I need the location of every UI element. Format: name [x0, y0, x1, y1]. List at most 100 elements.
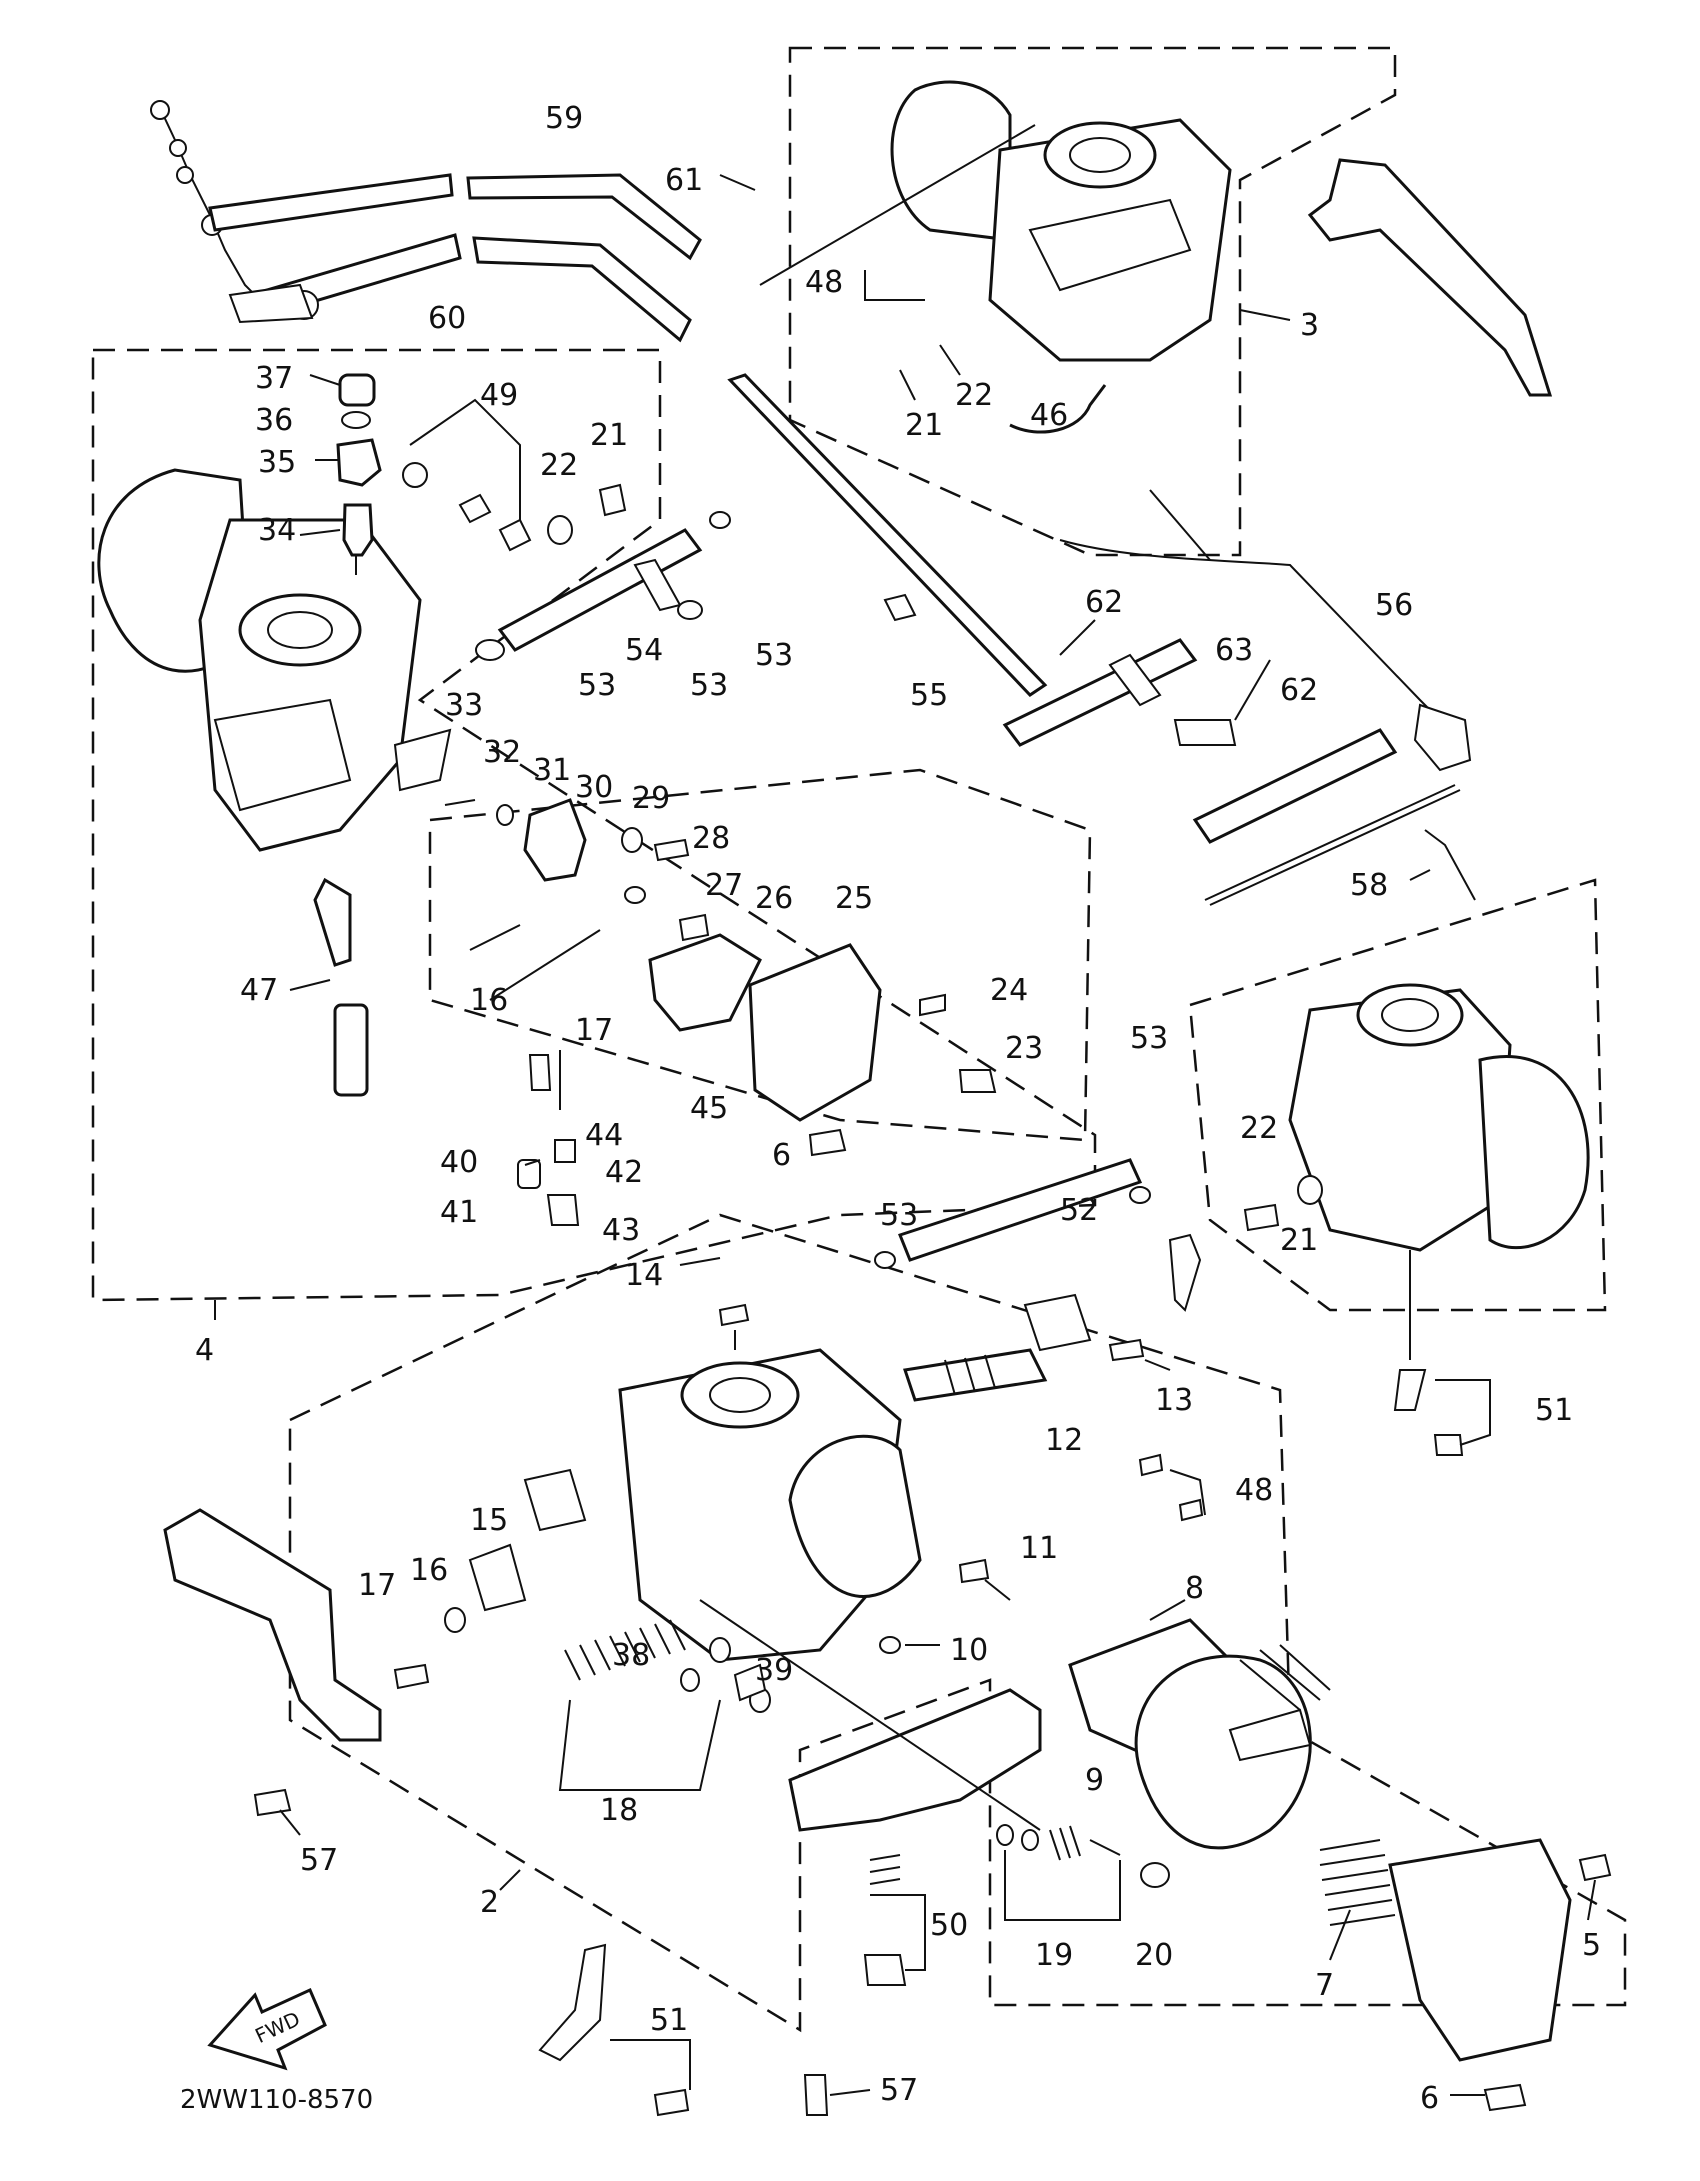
- carb-4-venturi: [267, 611, 333, 649]
- spring-12: [944, 1354, 996, 1396]
- leader-34: [299, 529, 341, 536]
- screw-51: [1433, 1434, 1464, 1456]
- callout-6a: 6: [772, 1138, 791, 1173]
- top-cover-7: [1388, 1838, 1572, 2062]
- screw-57: [253, 1788, 292, 1817]
- screw-26: [678, 913, 710, 942]
- plug-23: [958, 1069, 997, 1093]
- carb-3-drain-hose: [1009, 384, 1107, 434]
- diaphragm-8-hatch: [1239, 1644, 1331, 1711]
- leader-61: [719, 174, 756, 191]
- callout-22b: 22: [540, 448, 578, 483]
- callout-5: 5: [1582, 1928, 1601, 1963]
- callout-35: 35: [258, 445, 296, 480]
- carburetor-4: [97, 468, 422, 1097]
- callout-26: 26: [755, 881, 793, 916]
- callout-9: 9: [1085, 1763, 1104, 1798]
- screw: [498, 518, 532, 552]
- jet-40: [528, 1054, 552, 1091]
- leader-8: [1149, 1599, 1186, 1621]
- carb-4-detail-parts: [393, 728, 997, 1226]
- screw-21: [1243, 1203, 1280, 1232]
- o-ring-53: [1129, 1186, 1151, 1204]
- callout-33: 33: [445, 688, 483, 723]
- choke-rod-58: [1209, 789, 1461, 906]
- bracket-51: [1393, 1369, 1427, 1411]
- jet-41: [517, 1159, 541, 1189]
- washer-19b: [1021, 1829, 1039, 1851]
- screw-17: [393, 1663, 430, 1690]
- fwd-arrow-icon: [207, 1987, 327, 2071]
- leader-line: [759, 124, 1036, 286]
- callout-28: 28: [692, 821, 730, 856]
- spring-7: [1319, 1839, 1396, 1926]
- choke-rod-bend: [1424, 829, 1476, 901]
- starter-plunger-parts: [336, 373, 382, 575]
- starter-plunger-34: [342, 503, 374, 557]
- carb-1-venturi: [1381, 998, 1439, 1032]
- carburetor-2: [393, 1233, 1204, 1832]
- callout-53d: 53: [1130, 1021, 1168, 1056]
- screw-6: [808, 1128, 847, 1157]
- callout-49: 49: [480, 378, 518, 413]
- screw-32: [444, 799, 476, 806]
- carburetor-3-boundary: [788, 46, 1397, 557]
- overflow-hose-47-lower: [333, 1003, 369, 1097]
- callout-63: 63: [1215, 633, 1253, 668]
- screw-48b: [1178, 1498, 1204, 1522]
- sensor-16: [468, 1543, 527, 1612]
- o-ring-53: [874, 1251, 896, 1269]
- callout-8: 8: [1185, 1571, 1204, 1606]
- spring-19: [1049, 1825, 1081, 1861]
- callout-47: 47: [240, 973, 278, 1008]
- leader-57: [279, 1809, 301, 1836]
- forward-direction-marker: FWD: [207, 1987, 327, 2071]
- washer-22: [547, 515, 573, 545]
- o-ring-27: [624, 886, 646, 904]
- cable-fitting: [228, 283, 314, 324]
- screw-13: [1108, 1338, 1145, 1362]
- overflow-hose-47-upper: [313, 877, 352, 967]
- fuel-pipe-52: [898, 1158, 1143, 1262]
- spring-55: [883, 593, 917, 622]
- cable-end-ball: [150, 100, 170, 120]
- callout-48a: 48: [805, 265, 843, 300]
- callout-50: 50: [930, 1908, 968, 1943]
- lower-brackets: [163, 1508, 907, 2117]
- leader-5: [1587, 1879, 1596, 1921]
- jet-needle: [1228, 1708, 1312, 1762]
- callout-40: 40: [440, 1145, 478, 1180]
- o-ring-53: [475, 639, 505, 661]
- screw-head: [402, 462, 428, 488]
- mounting-bracket-upper-right: [1307, 158, 1553, 397]
- fuel-pipes: [475, 373, 1398, 1269]
- callout-18: 18: [600, 1793, 638, 1828]
- callout-20: 20: [1135, 1938, 1173, 1973]
- carb-4-body: [198, 518, 422, 852]
- callout-16a: 16: [470, 983, 508, 1018]
- cap-20: [1140, 1862, 1170, 1888]
- callout-43: 43: [602, 1213, 640, 1248]
- callout-6b: 6: [1420, 2081, 1439, 2116]
- leader-22: [939, 344, 961, 376]
- cover-12: [1023, 1293, 1092, 1352]
- callout-54: 54: [625, 633, 663, 668]
- callout-46: 46: [1030, 398, 1068, 433]
- throttle-cables: [150, 100, 702, 343]
- screw-28: [653, 838, 690, 862]
- callout-53e: 53: [880, 1198, 918, 1233]
- throttle-cable-sheath-upper: [208, 173, 454, 232]
- screw-11: [958, 1558, 990, 1584]
- leader-48b: [1169, 1469, 1206, 1516]
- o-ring-36: [341, 411, 371, 429]
- washer-19: [996, 1824, 1014, 1846]
- screw-21: [598, 483, 627, 517]
- fuel-pipe-54: [497, 528, 703, 652]
- cover-33: [393, 728, 452, 792]
- callout-62b: 62: [1280, 673, 1318, 708]
- leader-58: [1409, 869, 1431, 881]
- screw-6: [1483, 2083, 1527, 2112]
- diaphragm-12: [903, 1348, 1048, 1402]
- callout-14: 14: [625, 1258, 663, 1293]
